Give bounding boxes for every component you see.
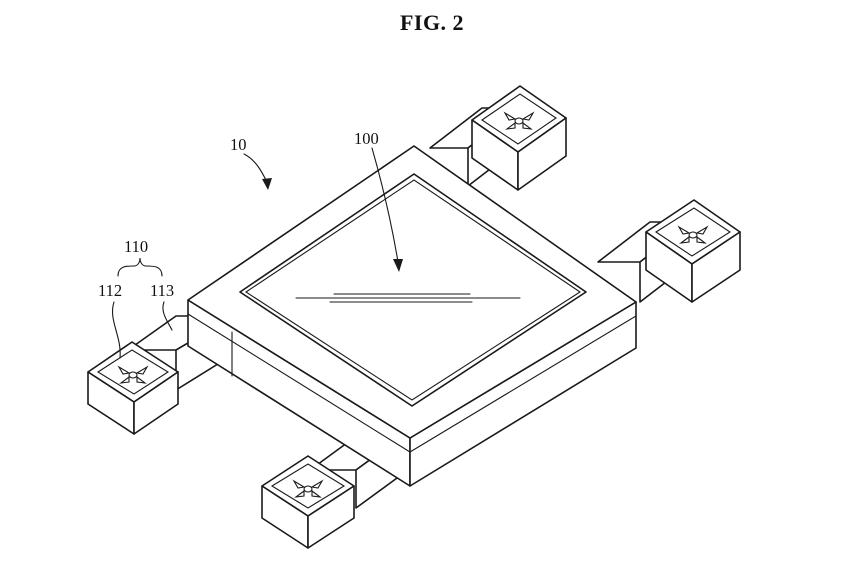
label-propeller: 112 — [98, 281, 122, 300]
label-device: 10 — [230, 135, 247, 154]
leader-propeller — [112, 302, 120, 358]
leader-device — [244, 154, 272, 190]
bracket-110 — [118, 258, 162, 276]
label-arm: 113 — [150, 281, 174, 300]
label-arm-assembly: 110 — [124, 237, 148, 256]
label-panel: 100 — [354, 129, 379, 148]
motor-pod-left — [88, 342, 178, 434]
motor-pod-back-right — [472, 86, 566, 190]
